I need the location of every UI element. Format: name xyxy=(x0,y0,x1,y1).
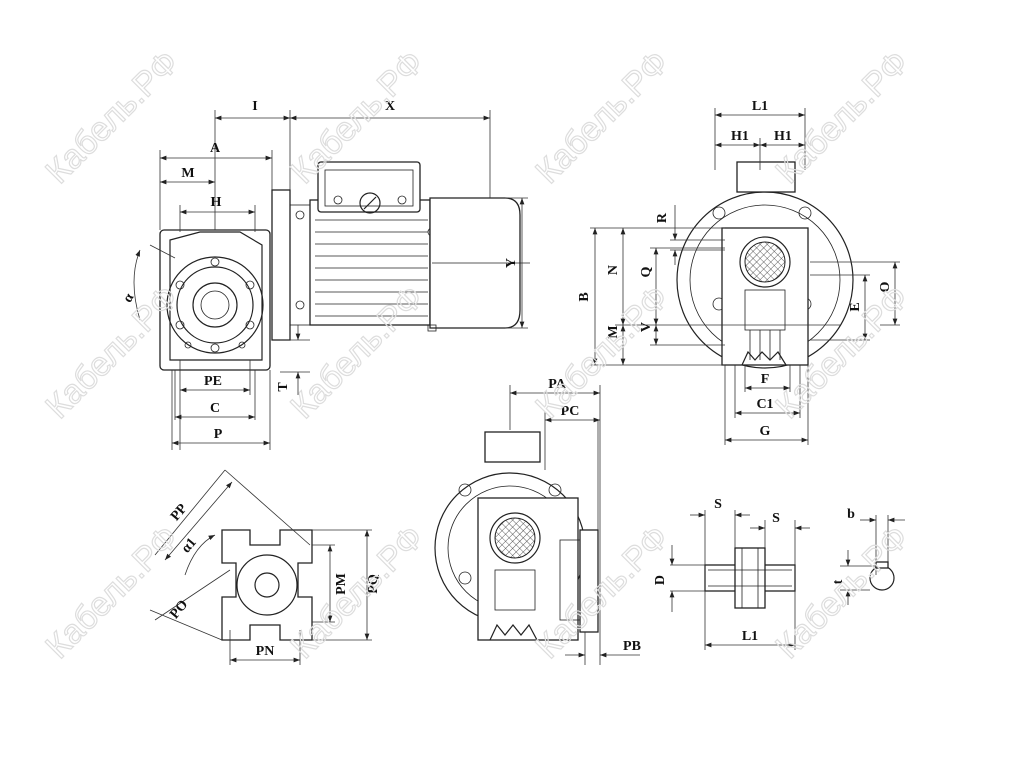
watermark: Кабель.РФ xyxy=(528,278,676,426)
dim-G: G xyxy=(760,424,771,439)
output-bore xyxy=(192,282,238,328)
dim-O: O xyxy=(878,281,893,292)
terminal-box-top xyxy=(736,161,796,193)
dim-A: A xyxy=(210,141,221,156)
fan-grid xyxy=(744,241,786,283)
dim-H1-right: H1 xyxy=(774,129,792,144)
watermark: Кабель.РФ xyxy=(768,518,916,666)
dim-PB: PB xyxy=(623,639,641,654)
dim-t: t xyxy=(831,579,846,584)
motor-side-view: I X A M H α PE C P T Y xyxy=(121,99,530,450)
gearbox-front-view: L1 H1 H1 R B N Q M V O E F C1 G xyxy=(577,99,900,445)
dim-C: C xyxy=(210,401,220,416)
dim-D: D xyxy=(653,575,668,585)
dim-alpha1: α1 xyxy=(179,535,200,556)
dim-Y: Y xyxy=(504,258,519,268)
dim-PQ: PQ xyxy=(366,574,381,594)
dim-B: B xyxy=(577,292,592,301)
dim-PN: PN xyxy=(256,644,275,659)
fan-grid-flange xyxy=(494,517,536,559)
dim-M: M xyxy=(181,166,194,181)
dim-M-front: M xyxy=(606,325,621,338)
dim-N: N xyxy=(606,265,621,275)
watermark: Кабель.РФ xyxy=(768,43,916,191)
dim-S-right: S xyxy=(772,511,780,526)
dim-L1: L1 xyxy=(752,99,768,114)
watermark: Кабель.РФ xyxy=(38,518,186,666)
gearbox-body-flange xyxy=(477,497,579,641)
terminal-box-flange xyxy=(484,431,541,463)
dim-PA: PA xyxy=(548,377,567,392)
dim-R: R xyxy=(655,212,670,223)
dim-H: H xyxy=(211,195,222,210)
dim-PP: PP xyxy=(168,501,191,524)
watermark: Кабель.РФ xyxy=(528,43,676,191)
watermark: Кабель.РФ xyxy=(38,43,186,191)
dim-C1: C1 xyxy=(756,397,773,412)
dim-PE: PE xyxy=(204,374,222,389)
dim-PM: PM xyxy=(334,573,349,595)
flange-bore xyxy=(254,572,280,598)
dim-T: T xyxy=(276,382,291,392)
dim-P: P xyxy=(214,427,223,442)
dim-S-left: S xyxy=(714,497,722,512)
dim-X: X xyxy=(385,99,395,114)
terminal-box xyxy=(317,161,421,213)
dim-b: b xyxy=(847,507,855,522)
dim-H1-left: H1 xyxy=(731,129,749,144)
motor-flange xyxy=(271,189,291,341)
dim-L1-shaft: L1 xyxy=(742,629,758,644)
shaft-view: S S D L1 b t xyxy=(653,497,905,650)
square-flange-view: PP α1 PO PM PQ PN xyxy=(149,469,381,665)
dim-Q: Q xyxy=(639,266,654,277)
dim-I: I xyxy=(252,99,257,114)
flange-view: PA PC PB xyxy=(434,377,641,665)
dim-PC: PC xyxy=(561,404,580,419)
dim-F: F xyxy=(761,372,770,387)
dim-E: E xyxy=(848,302,863,311)
dim-V: V xyxy=(639,322,654,332)
